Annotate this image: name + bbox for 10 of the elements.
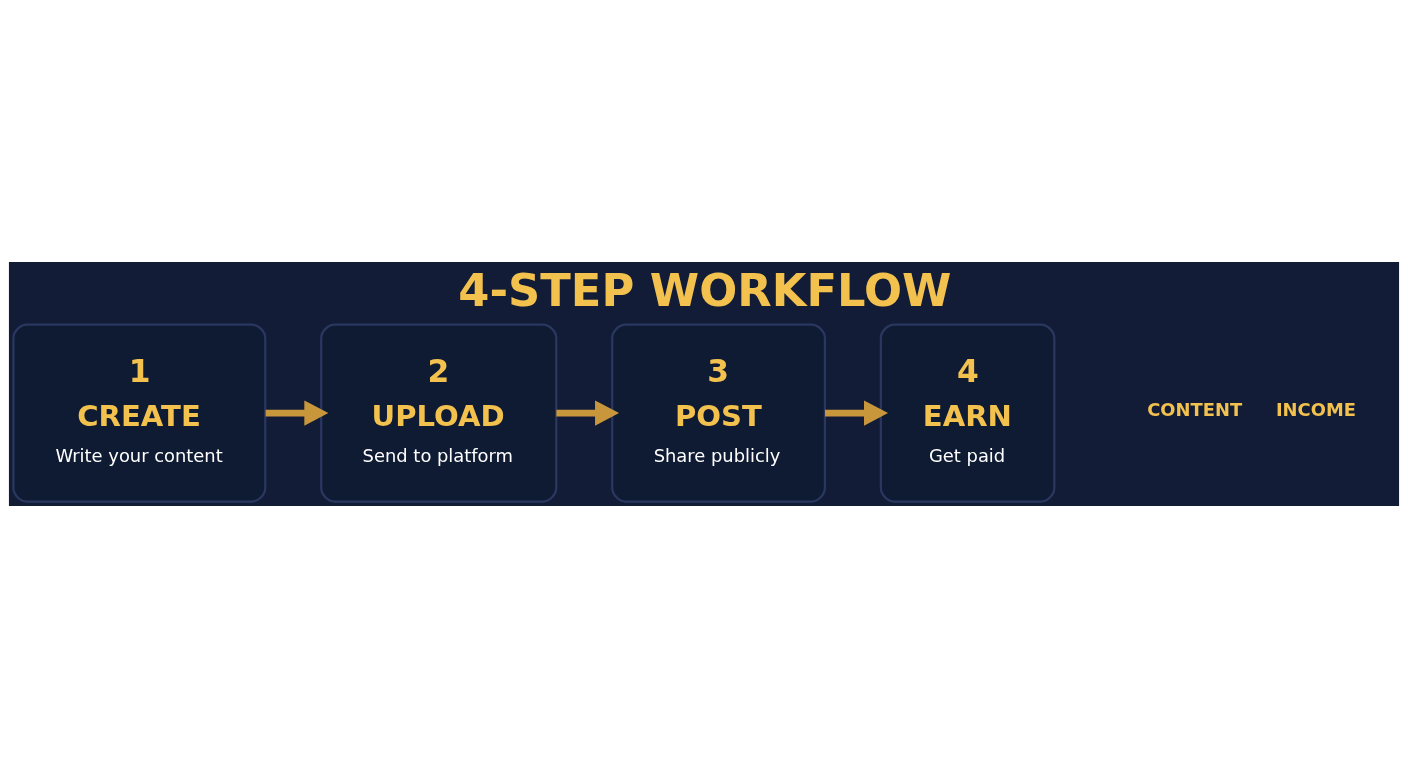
- label: CONTENT: [1147, 399, 1243, 421]
- node-box: 2 UPLOAD Send to platform: [320, 323, 558, 503]
- node-box: 4 EARN Get paid: [879, 323, 1056, 503]
- node-box: 1 CREATE Write your content: [12, 323, 267, 503]
- arrow: [265, 400, 329, 426]
- arrow: [825, 400, 889, 426]
- diagram-title: 4-STEP WORKFLOW: [458, 263, 952, 317]
- label: INCOME: [1275, 399, 1356, 421]
- arrow: [556, 400, 620, 426]
- node-box: 3 POST Share publicly: [611, 323, 826, 503]
